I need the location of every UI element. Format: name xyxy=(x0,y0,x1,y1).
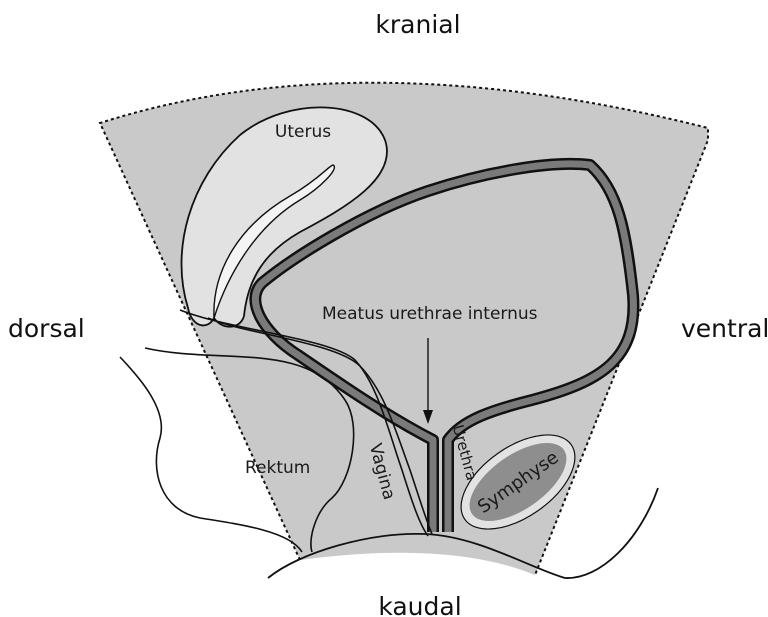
label-kranial: kranial xyxy=(375,10,460,39)
sector-field xyxy=(100,83,708,575)
label-uterus: Uterus xyxy=(275,122,331,142)
label-kaudal: kaudal xyxy=(378,592,461,617)
label-rektum: Rektum xyxy=(245,458,310,478)
label-ventral: ventral xyxy=(681,314,768,343)
label-meatus: Meatus urethrae internus xyxy=(322,304,538,324)
label-dorsal: dorsal xyxy=(8,314,85,343)
